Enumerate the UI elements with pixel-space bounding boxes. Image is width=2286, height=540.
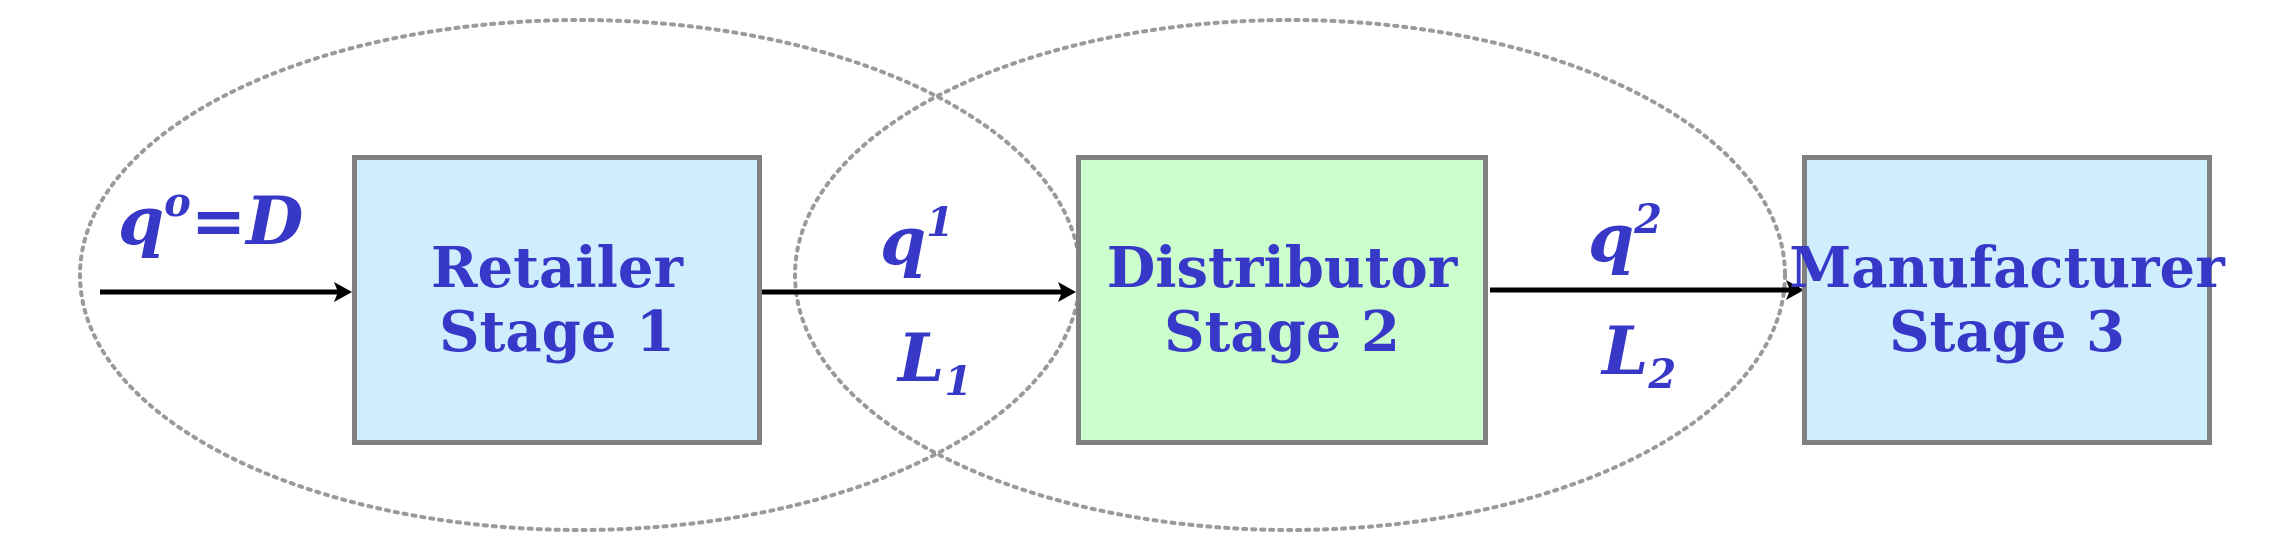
stage-name-retailer: Retailer	[431, 234, 683, 301]
arrow-q1-head	[1058, 282, 1076, 302]
stage-box-retailer: Retailer Stage 1	[352, 155, 762, 445]
stage-box-manufacturer: Manufacturer Stage 3	[1789, 155, 2225, 445]
flow-l2-subscript: 2	[1648, 351, 1677, 398]
ellipse-stage-2-group	[793, 18, 1787, 532]
stage-box-distributor: Distributor Stage 2	[1076, 155, 1488, 445]
flow-label-l1: L1	[898, 325, 972, 402]
flow-q1-q: q	[880, 202, 927, 280]
stage-number-distributor: Stage 2	[1164, 299, 1400, 365]
flow-l1-l: L	[898, 319, 945, 397]
flow-label-demand: qo=D	[118, 183, 303, 255]
flow-demand-q: q	[118, 182, 165, 260]
flow-label-l2: L2	[1602, 318, 1676, 395]
arrow-demand-head	[334, 282, 352, 302]
flow-demand-equals-d: =D	[190, 182, 304, 260]
flow-q2-q: q	[1588, 199, 1635, 277]
flow-q2-superscript: 2	[1634, 196, 1662, 243]
flow-label-q1: q1	[880, 203, 954, 275]
flow-l2-l: L	[1602, 312, 1649, 390]
flow-q1-superscript: 1	[926, 199, 954, 246]
stage-number-retailer: Stage 1	[439, 299, 675, 365]
stage-name-distributor: Distributor	[1106, 234, 1458, 301]
stage-number-manufacturer: Stage 3	[1889, 299, 2125, 365]
flow-label-q2: q2	[1588, 200, 1662, 272]
flow-demand-q-superscript: o	[164, 179, 191, 226]
arrow-q2-head	[1786, 280, 1804, 300]
flow-l1-subscript: 1	[944, 358, 973, 405]
stage-name-manufacturer: Manufacturer	[1789, 234, 2225, 301]
